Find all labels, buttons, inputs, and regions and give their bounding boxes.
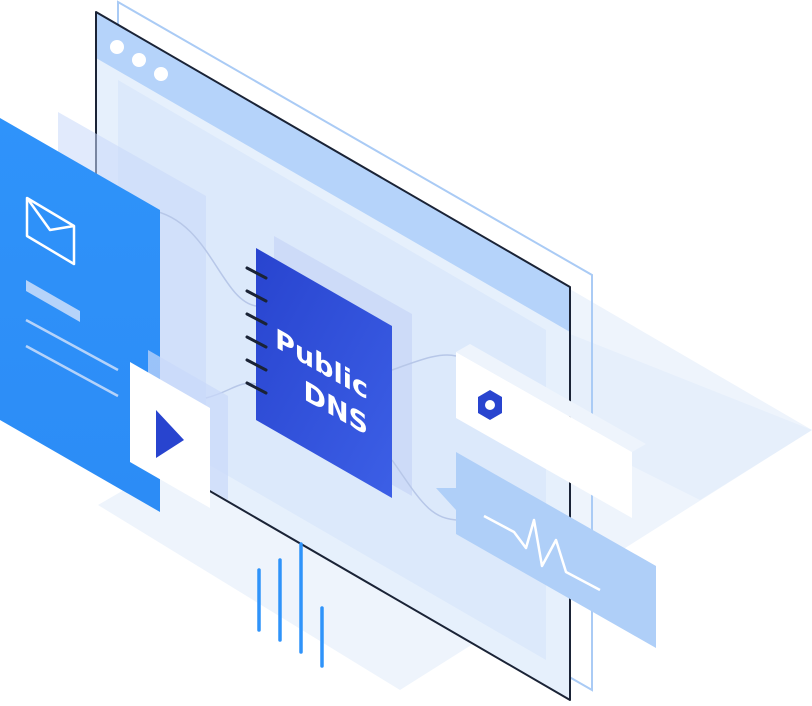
text-placeholder-lines: [25, 280, 119, 398]
email-card: [0, 118, 160, 512]
activity-card: [436, 452, 656, 648]
play-icon: [156, 410, 184, 458]
public-dns-chip: Public DNS: [245, 248, 392, 498]
title-bar: [96, 12, 570, 332]
video-card: [130, 350, 228, 508]
envelope-icon: [25, 196, 76, 266]
hexagon-nut-icon: [478, 390, 502, 420]
signal-bars: [257, 542, 324, 668]
chip-pins: [245, 266, 268, 395]
window-dots-icon: [110, 40, 168, 81]
pulse-line-icon: [483, 514, 601, 592]
settings-card: [456, 344, 646, 518]
